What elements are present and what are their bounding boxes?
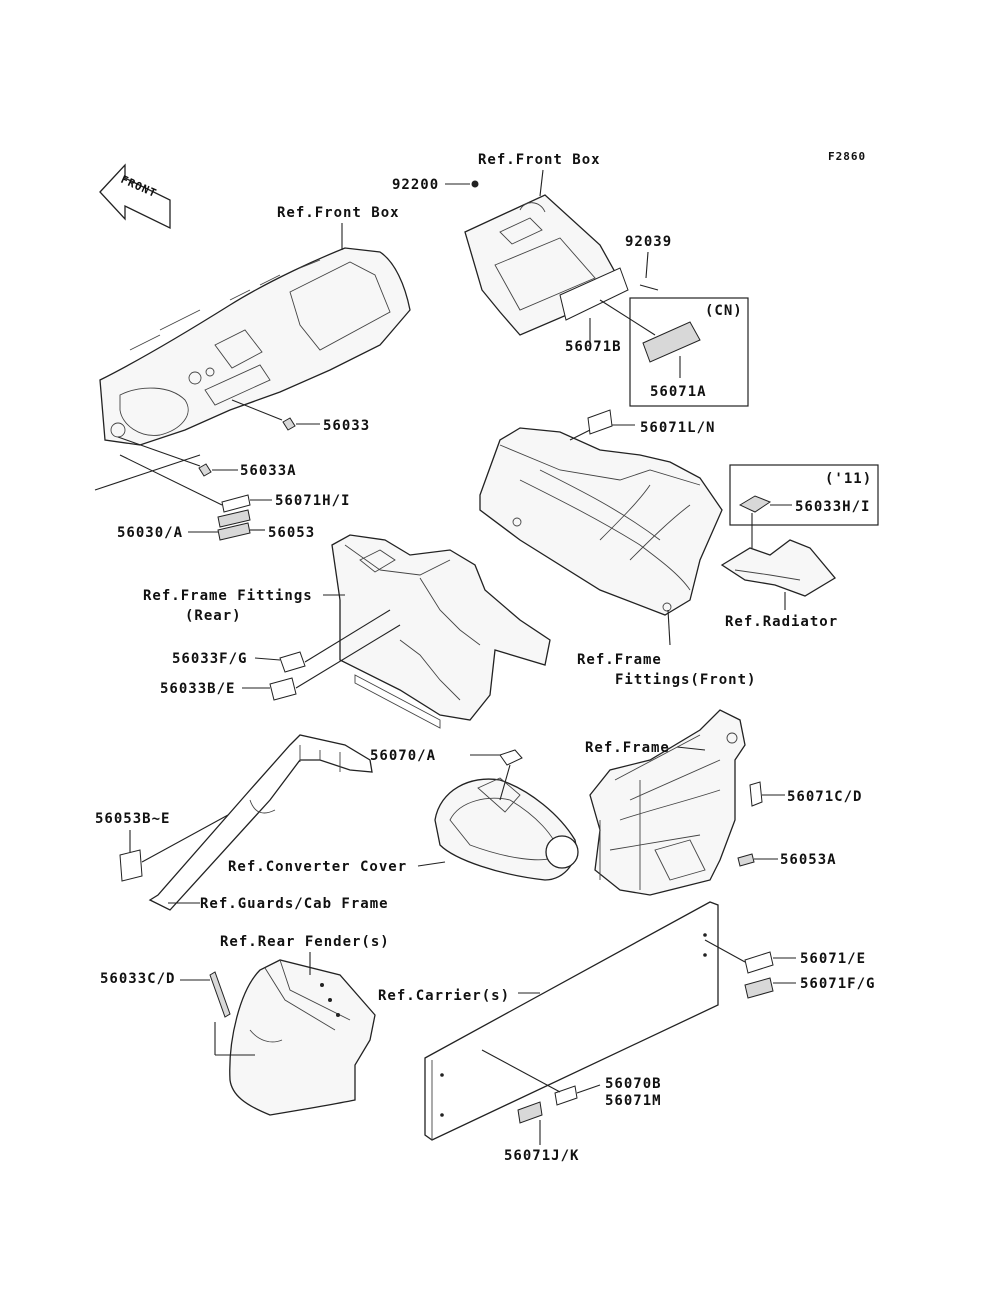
radiator-cover <box>720 539 836 597</box>
label-56033fg: 56033F/G <box>172 651 247 667</box>
carrier-panel <box>424 901 719 1141</box>
decal-56071b <box>559 267 629 321</box>
decal-56071jk <box>517 1101 543 1124</box>
rear-fender <box>229 959 376 1116</box>
label-56033be: 56033B/E <box>160 681 235 697</box>
decal-56071e <box>744 951 774 974</box>
decal-56071a <box>642 321 701 363</box>
decal-56033fg <box>279 651 306 673</box>
label-56053be: 56053B~E <box>95 811 170 827</box>
decal-56033cd <box>209 971 231 1018</box>
label-ref-frame-fittings-rear-1: Ref.Frame Fittings <box>143 588 313 604</box>
label-ref-guards-cab-frame: Ref.Guards/Cab Frame <box>200 896 389 912</box>
label-ref-rear-fender: Ref.Rear Fender(s) <box>220 934 390 950</box>
label-56030a: 56030/A <box>117 525 183 541</box>
label-56071a: 56071A <box>650 384 707 400</box>
label-56071ln: 56071L/N <box>640 420 715 436</box>
label-56071hi: 56071H/I <box>275 493 350 509</box>
decal-56033hi <box>738 495 772 513</box>
label-56070a: 56070/A <box>370 748 436 764</box>
label-56071jk: 56071J/K <box>504 1148 579 1164</box>
label-ref-frame: Ref.Frame <box>585 740 670 756</box>
decal-56053be <box>119 849 143 882</box>
guards-cab-frame <box>148 734 373 911</box>
label-56033hi: 56033H/I <box>795 499 870 515</box>
y11-box <box>729 464 879 526</box>
label-56070b: 56070B <box>605 1076 662 1092</box>
label-ref-front-box-top: Ref.Front Box <box>478 152 601 168</box>
label-ref-radiator: Ref.Radiator <box>725 614 838 630</box>
label-cn: (CN) <box>705 303 743 319</box>
label-56071e: 56071/E <box>800 951 866 967</box>
label-92200: 92200 <box>392 177 439 193</box>
label-56071cd: 56071C/D <box>787 789 862 805</box>
label-56033a: 56033A <box>240 463 297 479</box>
decal-56053 <box>217 509 251 541</box>
decal-56070b <box>554 1085 578 1106</box>
decal-56071hi <box>221 494 251 513</box>
dashboard-panel <box>99 247 411 446</box>
converter-cover <box>434 777 579 881</box>
decal-56033 <box>282 417 296 431</box>
cn-box <box>629 297 749 407</box>
label-ref-frame-fittings-front-2: Fittings(Front) <box>615 672 756 688</box>
decal-56053a <box>737 853 755 867</box>
decal-56071cd <box>749 781 763 807</box>
label-ref-frame-fittings-rear-2: (Rear) <box>185 608 242 624</box>
label-ref-frame-fittings-front-1: Ref.Frame <box>577 652 662 668</box>
label-ref-front-box-left: Ref.Front Box <box>277 205 400 221</box>
decal-56033be <box>269 677 297 701</box>
figure-id: F2860 <box>828 150 866 163</box>
label-ref-carrier: Ref.Carrier(s) <box>378 988 510 1004</box>
label-ref-converter-cover: Ref.Converter Cover <box>228 859 407 875</box>
front-arrow-icon: FRONT <box>99 163 171 230</box>
label-56071b: 56071B <box>565 339 622 355</box>
front-box-lid <box>464 194 626 336</box>
decal-56070a <box>499 749 523 766</box>
label-56053a: 56053A <box>780 852 837 868</box>
label-56033cd: 56033C/D <box>100 971 175 987</box>
decal-56071fg <box>744 977 774 999</box>
decal-56071ln <box>587 409 613 435</box>
label-56071fg: 56071F/G <box>800 976 875 992</box>
label-56033: 56033 <box>323 418 370 434</box>
vehicle-frame <box>589 709 746 896</box>
frame-fittings-rear <box>331 534 551 729</box>
label-56053: 56053 <box>268 525 315 541</box>
decal-56033a <box>198 463 212 477</box>
frame-fittings-front <box>479 427 723 616</box>
label-92039: 92039 <box>625 234 672 250</box>
label-56071m: 56071M <box>605 1093 662 1109</box>
label-y11: ('11) <box>825 471 872 487</box>
